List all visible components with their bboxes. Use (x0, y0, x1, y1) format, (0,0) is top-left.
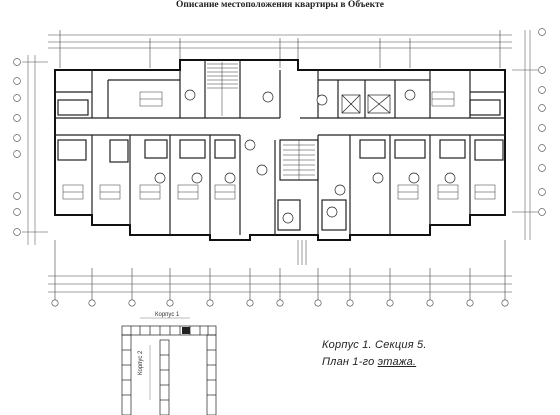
key-plan (121, 325, 217, 415)
page-title: Описание местоположения квартиры в Объек… (176, 0, 384, 10)
key-building2-label: Корпус 2 (138, 350, 144, 375)
key-building1-label: Корпус 1 (155, 312, 180, 318)
selected-section-marker (182, 327, 190, 334)
interior-walls (55, 60, 505, 235)
area-tables (62, 91, 496, 200)
caption-floor-prefix: План 1-го (322, 356, 375, 368)
top-dimension-lines (48, 30, 512, 68)
caption-floor-plan: План 1-го этажа. (322, 356, 416, 368)
bottom-axis-bubbles (51, 299, 509, 307)
room-markers (154, 89, 456, 224)
elevators (341, 94, 391, 114)
bottom-dimension-lines (48, 240, 512, 300)
left-axis-bubbles (13, 58, 21, 236)
stairs (207, 62, 315, 265)
caption-floor-suffix: этажа. (377, 356, 417, 368)
caption-building-section: Корпус 1. Секция 5. (322, 339, 427, 351)
right-axis-bubbles (538, 28, 546, 216)
